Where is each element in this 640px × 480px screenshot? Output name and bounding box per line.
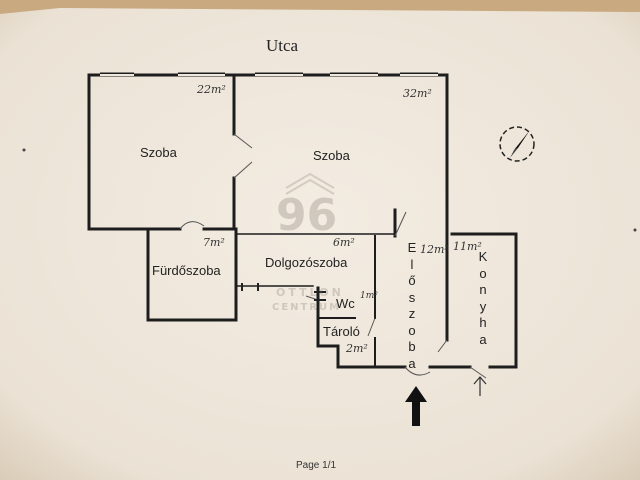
room-left-label: Szoba [140, 145, 177, 160]
watermark-mark: 96 [276, 190, 338, 241]
paper-sheet [0, 8, 640, 480]
watermark-brand-bottom: CENTRUM [272, 302, 342, 313]
storage-area: 2m² [346, 342, 368, 355]
hall-area: 12m² [420, 243, 449, 256]
room-right-label: Szoba [313, 148, 350, 163]
study-area: 6m² [333, 236, 355, 249]
room-left-area: 22m² [197, 83, 226, 96]
wc-label: Wc [336, 296, 355, 311]
storage-label: Tároló [323, 324, 360, 339]
watermark-logo [285, 172, 335, 195]
room-right-area: 32m² [403, 87, 432, 100]
bathroom-area: 7m² [203, 236, 225, 249]
paper-mark [22, 148, 26, 152]
watermark-brand-top: OTTLON [276, 286, 344, 299]
compass-icon [499, 126, 535, 162]
street-label: Utca [266, 36, 299, 55]
page-footer: Page 1/1 [296, 460, 337, 471]
kitchen-entry-mark [473, 376, 487, 396]
study-door-marks [241, 283, 326, 301]
wc-area: 1m² [360, 291, 378, 301]
kitchen-area: 11m² [453, 240, 482, 253]
entrance-arrow [405, 386, 427, 426]
paper-mark [633, 228, 637, 232]
bathroom-label: Fürdőszoba [152, 263, 221, 278]
study-label: Dolgozószoba [265, 255, 348, 270]
